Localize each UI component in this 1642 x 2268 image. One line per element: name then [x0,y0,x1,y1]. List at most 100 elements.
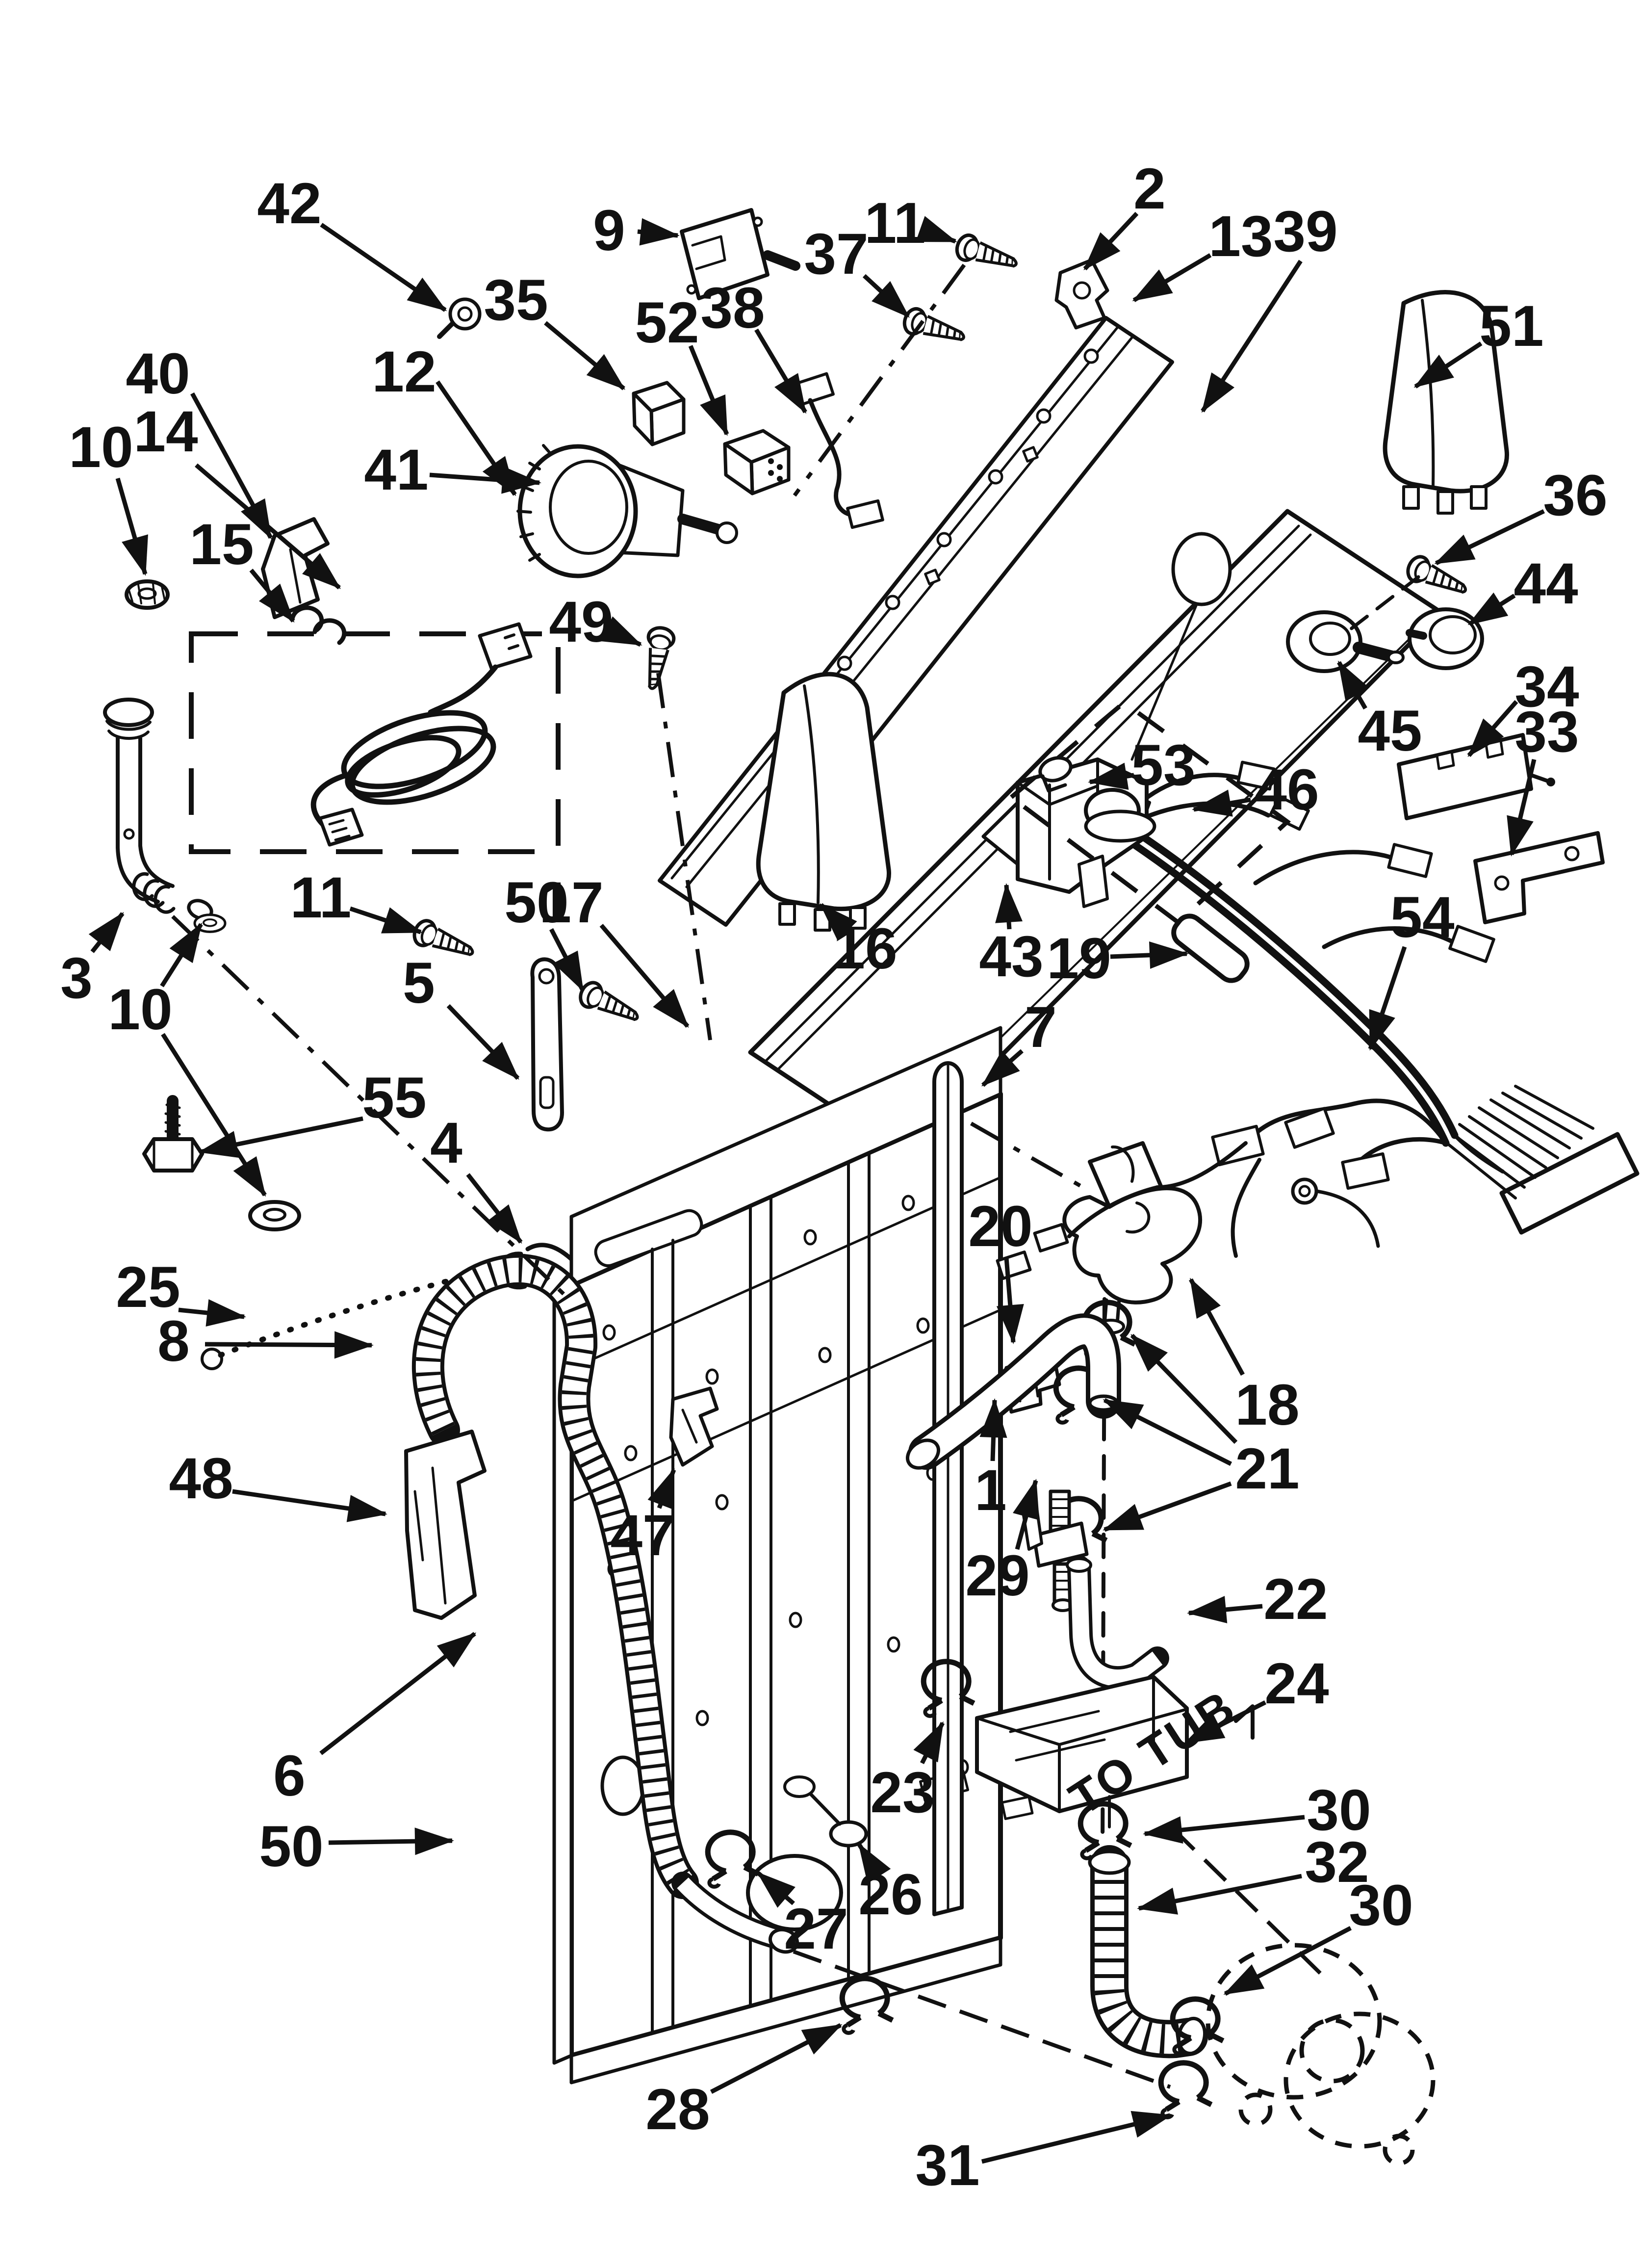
callout-33-arrow [1507,758,1537,857]
callout-33-label: 33 [1514,700,1579,764]
callout-23: 23 [870,1721,945,1825]
callout-27-label: 27 [784,1897,848,1961]
callout-47-label: 47 [610,1503,674,1568]
callout-11-top: 11 [865,191,957,256]
callout-7-label: 7 [1025,995,1057,1060]
callout-51-arrow [1413,341,1483,389]
callout-9: 9 [593,198,680,263]
callout-16: 16 [819,903,898,981]
grommet-45 [1286,610,1405,673]
callout-49-label: 49 [549,590,613,654]
callout-55: 55 [198,1066,427,1158]
callout-37-arrow [862,274,910,318]
callout-39-label: 39 [1273,199,1337,264]
callout-3: 3 [60,912,125,1011]
callout-6-label: 6 [273,1744,306,1808]
callout-11-left-arrow [349,906,423,935]
power-cord-15 [290,605,533,847]
callout-44-arrow [1467,592,1516,626]
callout-20-arrow [996,1257,1024,1344]
callout-22: 22 [1187,1567,1328,1632]
timer-12 [516,444,738,578]
callout-33: 33 [1507,700,1579,857]
tube-22 [1066,1555,1169,1690]
callout-29: 29 [965,1479,1040,1608]
callout-35: 35 [484,268,626,391]
callout-40-label: 40 [126,341,190,406]
callout-45-label: 45 [1358,699,1422,763]
callout-21-arrow [1103,1481,1232,1532]
callout-16-label: 16 [833,916,897,981]
callout-34: 34 [1467,654,1579,757]
callout-10-top-arrow [115,477,148,576]
callout-40-arrow [190,392,273,540]
callout-10-mid-arrow [160,922,203,988]
callout-8-arrow [205,1331,374,1359]
callout-30-bottom: 30 [1223,1873,1413,1996]
callout-28: 28 [645,2023,843,2142]
alignment-lines [171,263,1326,2089]
plug-26 [783,1775,868,1848]
callout-48: 48 [169,1446,387,1522]
callout-37-label: 37 [804,222,868,287]
callout-21-arrow [1103,1398,1232,1466]
callout-39: 39 [1201,199,1338,413]
callout-23-label: 23 [870,1760,934,1825]
callout-50-top-label: 50 [504,870,568,935]
callout-32-arrow [1137,1874,1302,1915]
callout-42-label: 42 [257,171,321,236]
callout-50-bottom: 50 [259,1814,454,1879]
callout-52-label: 52 [635,290,699,355]
callout-25: 25 [116,1255,246,1327]
callout-50-bottom-label: 50 [259,1814,323,1879]
callout-1-label: 1 [975,1458,1007,1523]
callout-46-label: 46 [1255,757,1319,822]
callout-4: 4 [430,1111,523,1244]
callout-13-label: 13 [1208,204,1273,269]
callout-38-arrow [754,328,807,414]
callout-43-arrow [995,883,1023,930]
callout-49: 49 [549,590,642,654]
callout-5-arrow [446,1004,520,1080]
callout-10-top-label: 10 [69,415,133,480]
callout-3-label: 3 [60,946,93,1011]
callout-2: 2 [1083,156,1166,271]
water-valve-18 [1062,1141,1202,1334]
callout-11-left: 11 [290,865,423,935]
knob-dashed-section-46 [1007,700,1291,925]
callout-4-label: 4 [430,1111,462,1175]
callout-17-label: 17 [539,870,603,935]
callout-9-label: 9 [593,198,625,263]
callout-12: 12 [372,339,517,496]
callout-44: 44 [1467,551,1578,626]
side-channel-7 [932,1061,964,1916]
callout-10-mid-label: 10 [108,977,172,1042]
callout-2-label: 2 [1133,156,1166,221]
callout-45-arrow [1337,660,1370,710]
callout-1: 1 [975,1398,1007,1523]
callout-18-arrow [1189,1277,1245,1376]
callout-1-arrow [979,1398,1007,1461]
callout-6-arrow [319,1632,477,1755]
callout-41-arrow [429,466,541,494]
callout-19-label: 19 [1047,926,1111,991]
callout-34-arrow [1467,700,1518,757]
callout-22-arrow [1187,1596,1263,1623]
siphon-break-24 [975,1675,1189,1820]
callout-31-label: 31 [915,2133,979,2198]
callout-29-label: 29 [965,1543,1029,1608]
callout-15: 15 [189,512,295,623]
callout-21-label: 21 [1235,1436,1299,1501]
callout-55-label: 55 [362,1066,426,1130]
callout-6: 6 [273,1632,477,1808]
callout-20: 20 [968,1194,1033,1344]
callout-50-top-arrow [549,928,585,992]
clip-47 [669,1386,719,1467]
callout-5-label: 5 [403,951,435,1016]
console-end-cap-right-51 [1383,290,1509,515]
callout-30-top-arrow [1143,1815,1305,1844]
callout-19-arrow [1110,941,1189,969]
callout-11-top-label: 11 [865,191,926,256]
